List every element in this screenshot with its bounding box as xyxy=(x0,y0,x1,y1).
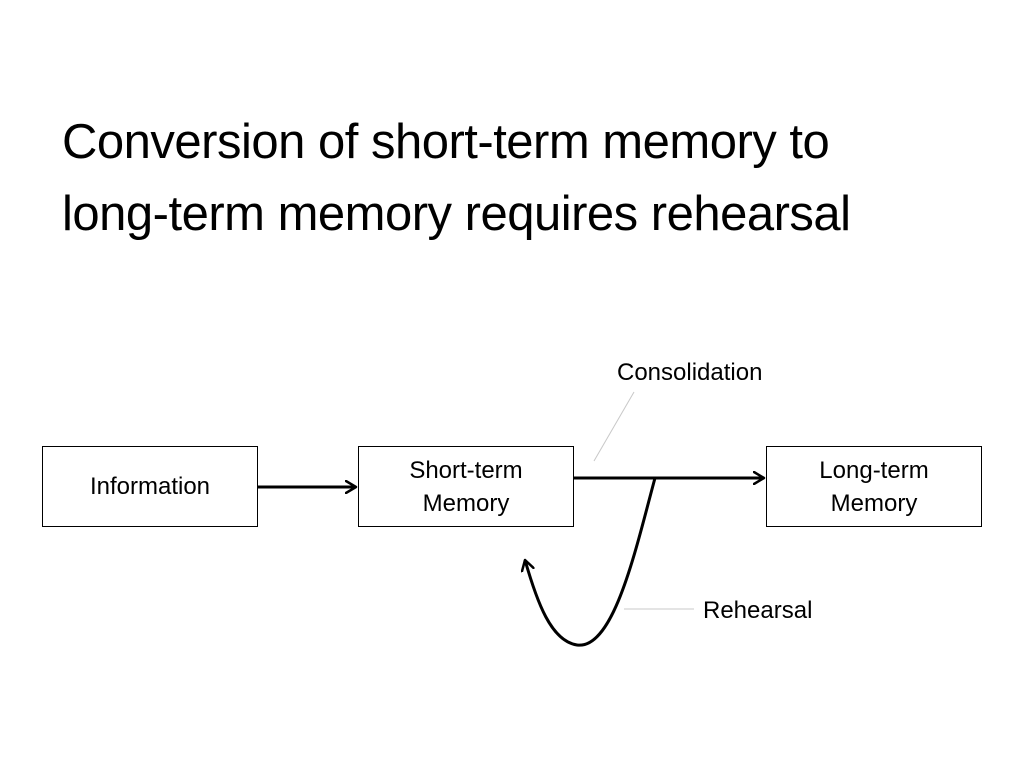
node-short-term-label-line2: Memory xyxy=(422,489,510,517)
slide-title: Conversion of short-term memory to long-… xyxy=(62,106,1002,250)
node-information-label: Information xyxy=(89,473,211,500)
node-short-term-memory: Short-term Memory xyxy=(358,446,574,527)
consolidation-leader-line xyxy=(593,391,635,462)
title-line-2: long-term memory requires rehearsal xyxy=(62,187,851,241)
node-short-term-label-line1: Short-term xyxy=(409,456,523,484)
node-long-term-label-line2: Memory xyxy=(830,489,918,517)
title-line-1: Conversion of short-term memory to xyxy=(62,115,830,169)
node-information: Information xyxy=(42,446,258,527)
node-long-term-label-line1: Long-term xyxy=(819,456,929,484)
rehearsal-loop-arrow xyxy=(525,477,657,647)
node-long-term-memory: Long-term Memory xyxy=(766,446,982,527)
consolidation-label: Consolidation xyxy=(617,359,763,386)
rehearsal-label: Rehearsal xyxy=(703,597,813,624)
